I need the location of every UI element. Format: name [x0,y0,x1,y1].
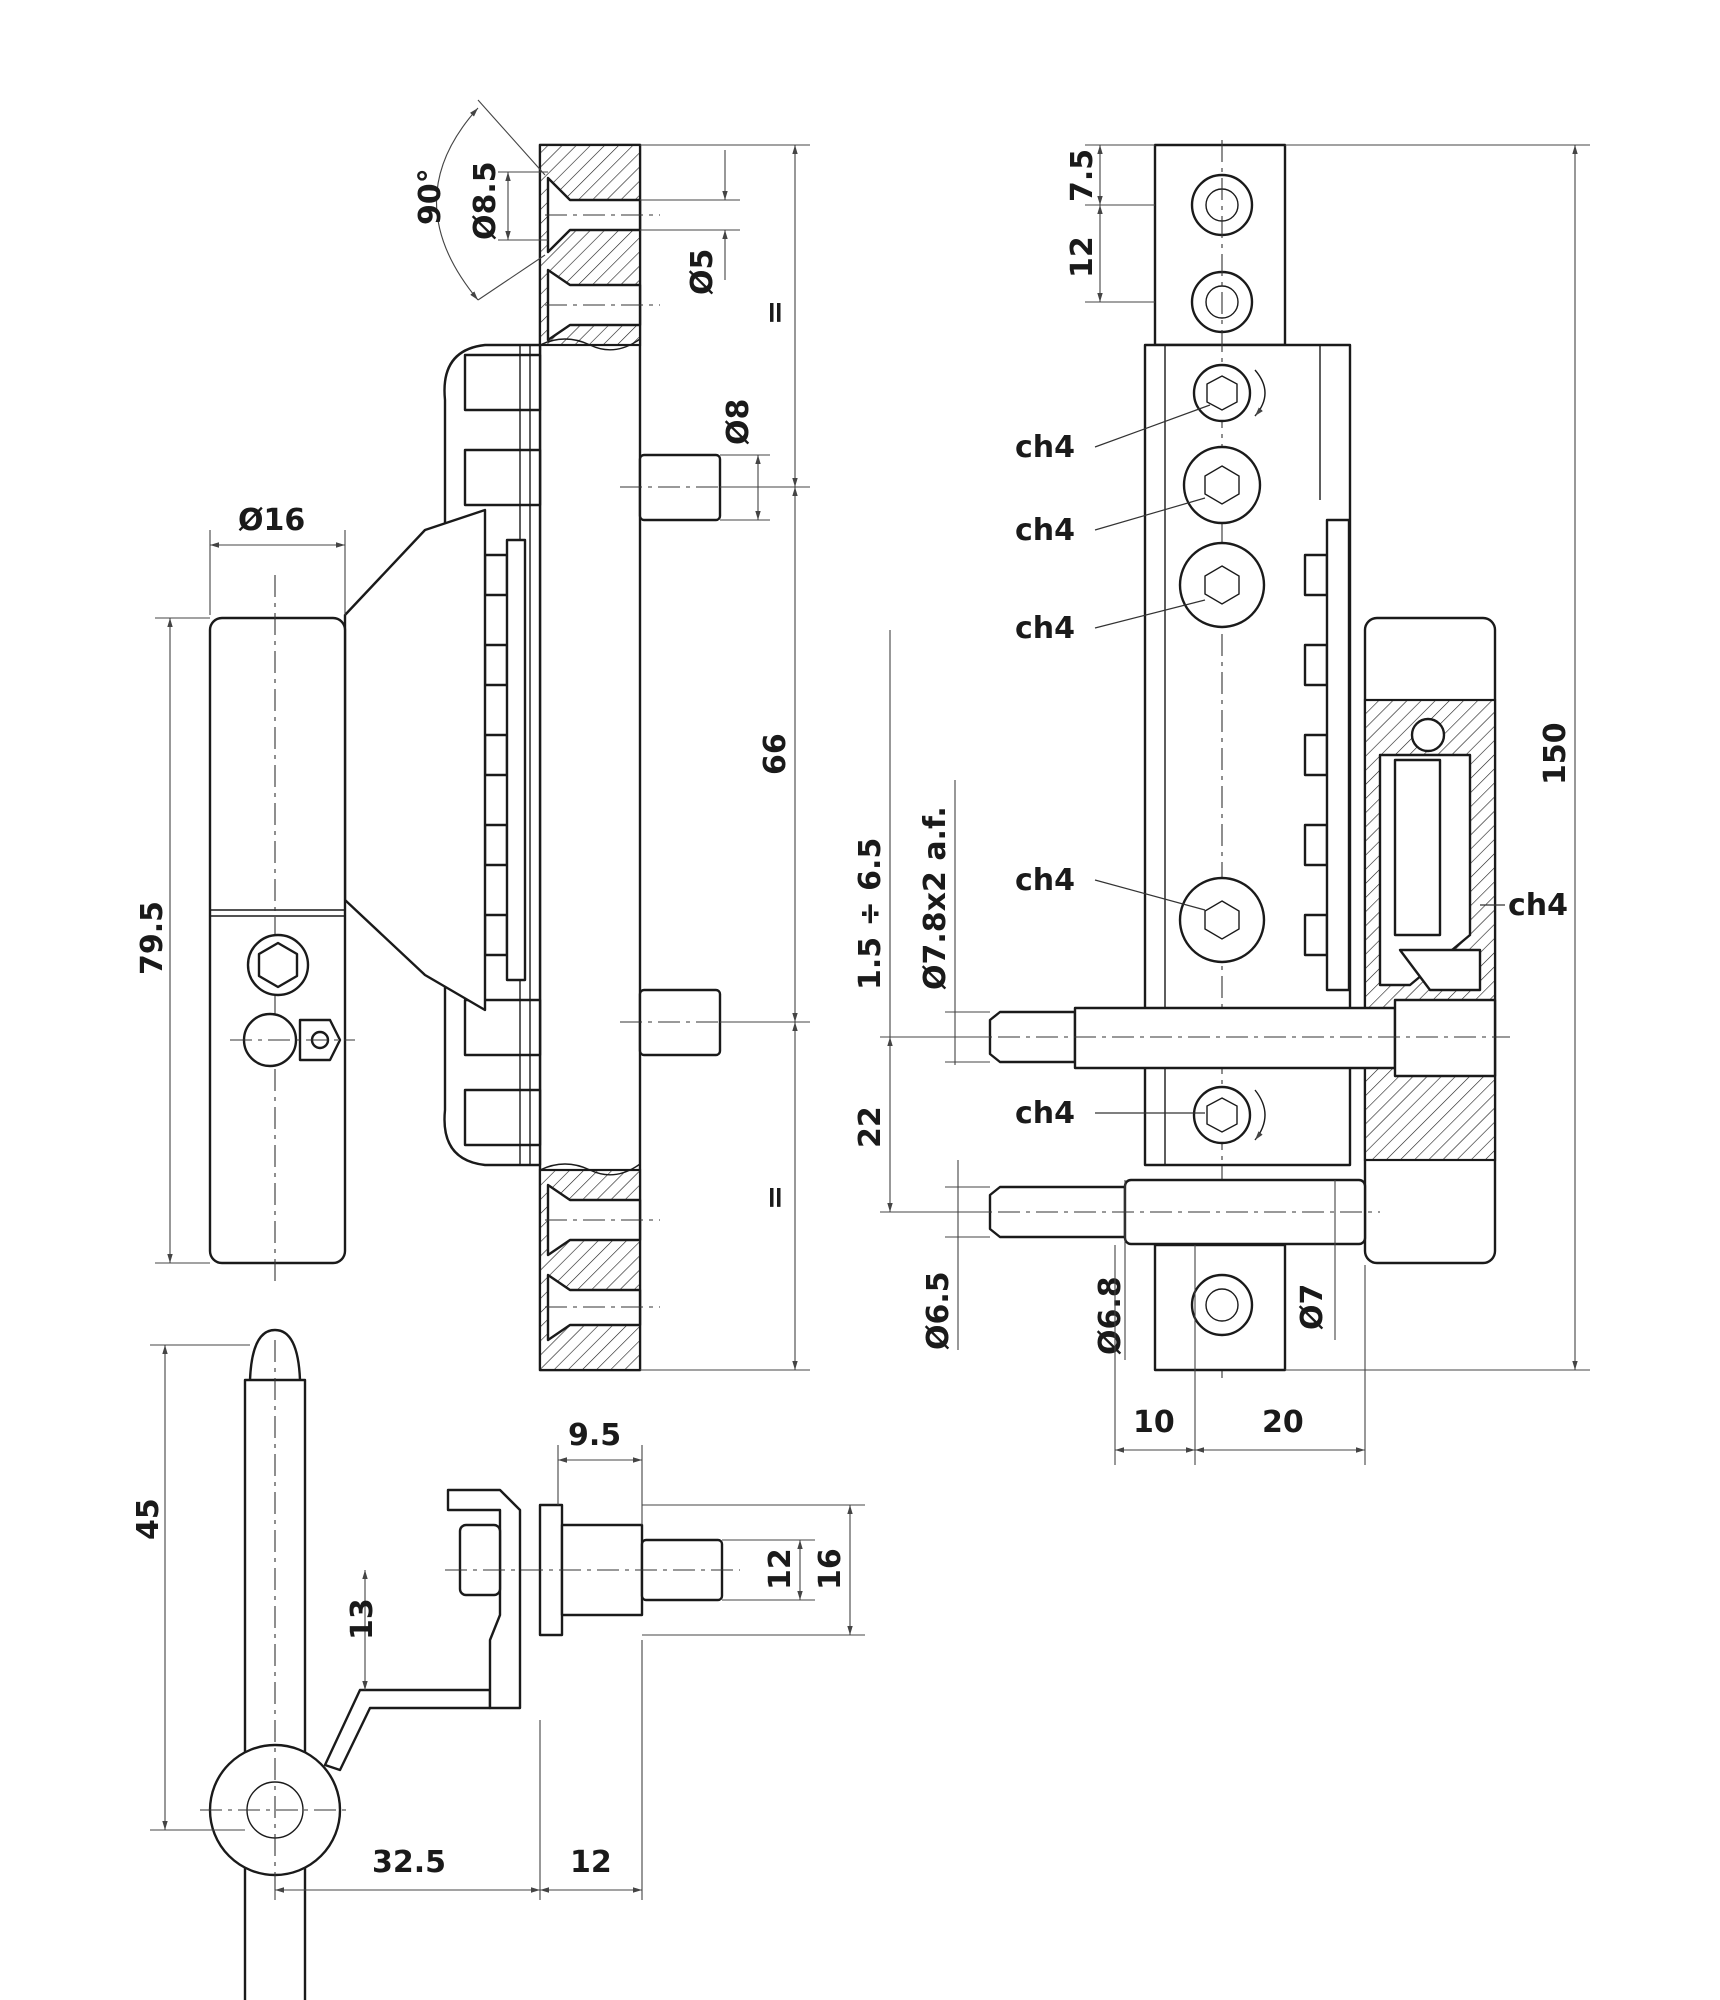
dim-9-5-text: 9.5 [568,1418,621,1453]
hex-screw-5 [1192,1085,1266,1145]
dim-13: 13 [345,1570,380,1690]
dim-20-text: 20 [1262,1405,1304,1440]
label-ch4-1: ch4 [1015,404,1211,465]
door-pin [960,998,1510,1078]
screw-column [483,538,527,982]
ch4-label: ch4 [1015,611,1075,646]
frame-plate [538,143,660,1372]
frame-pin [960,1178,1380,1246]
label-ch4-right: ch4 [1480,888,1568,923]
dim-16-text: 16 [813,1548,848,1590]
ch4-label: ch4 [1015,430,1075,465]
dim-equal-bottom: = [640,1022,810,1371]
dim-d7-text: Ø7 [1295,1284,1330,1330]
dim-d5-text: Ø5 [685,249,720,295]
dim-d8-5-text: Ø8.5 [468,161,503,240]
label-ch4-4: ch4 [1015,863,1206,911]
label-ch4-2: ch4 [1015,497,1206,548]
label-ch4-5: ch4 [1015,1096,1205,1131]
dim-angle-90: 90° [413,99,546,301]
dim-7-5-text: 7.5 [1065,149,1100,202]
label-ch4-3: ch4 [1015,599,1206,646]
ch4-label: ch4 [1015,1096,1075,1131]
dim-20: 20 [1195,1265,1366,1465]
dim-16: 16 [642,1504,865,1636]
dim-32-5-text: 32.5 [372,1845,446,1880]
bracket [446,1488,522,1710]
dim-d7: Ø7 [1295,1180,1336,1340]
dim-angle-90-text: 90° [413,168,448,225]
side-screws [1303,518,1351,992]
ch4-label: ch4 [1015,513,1075,548]
top-frame-strip [1153,143,1287,347]
dim-10: 10 [1114,1245,1196,1465]
dim-equal-top: = [640,144,810,487]
dim-equal-top-text: = [758,300,793,325]
dim-d6-8-text: Ø6.8 [1093,1276,1128,1355]
dim-equal-bottom-text: = [758,1185,793,1210]
dim-12-top-text: 12 [1065,236,1100,278]
hex-screw-2 [1182,445,1262,525]
dim-32-5: 32.5 [274,1720,541,1900]
dim-22: 22 [853,1037,990,1213]
right-front-view: ch4 ch4 ch4 ch4 ch4 ch4 7.5 [853,140,1590,1465]
dim-12-bottom-text: 12 [570,1845,612,1880]
dim-10-text: 10 [1133,1405,1175,1440]
dim-45-text: 45 [131,1498,166,1540]
dim-7-5: 7.5 [1065,144,1155,206]
dim-range: 1.5 ÷ 6.5 [853,630,990,1038]
dim-12-side: 12 [722,1539,815,1601]
dim-66: 66 [720,486,810,1023]
dim-79-5-text: 79.5 [135,901,170,975]
dim-d8-text: Ø8 [721,399,756,445]
dim-13-text: 13 [345,1598,380,1640]
dim-d16-text: Ø16 [238,503,305,538]
arm-link [323,1688,492,1772]
dim-d8: Ø8 [720,399,770,521]
dim-12-side-text: 12 [763,1548,798,1590]
dim-22-text: 22 [853,1106,888,1148]
ch4-label: ch4 [1015,863,1075,898]
hex-screw-4 [1178,876,1266,964]
dim-d6-5-text: Ø6.5 [921,1271,956,1350]
dim-12-bottom: 12 [540,1640,643,1900]
barrel-section [1363,616,1497,1265]
bottom-frame-strip [1153,1243,1287,1372]
dim-12-top: 12 [1065,205,1155,303]
mounting-pin [445,1503,740,1637]
dim-d7-8-text: Ø7.8x2 a.f. [918,806,953,990]
hex-screw-1 [1192,363,1266,423]
dim-45: 45 [131,1344,250,1831]
ch4-label: ch4 [1508,888,1568,923]
dim-range-text: 1.5 ÷ 6.5 [853,838,888,990]
dim-66-text: 66 [758,733,793,775]
hex-socket-icon [246,933,310,997]
dim-9-5: 9.5 [557,1418,643,1525]
hinge-barrel [208,575,355,1285]
dim-150: 150 [1285,144,1590,1371]
dim-d8-5: Ø8.5 [468,161,548,241]
dim-d16: Ø16 [209,503,346,615]
barrel-connector [343,508,487,1012]
dim-d5: Ø5 [640,150,740,295]
dim-d7-8: Ø7.8x2 a.f. [918,780,990,1065]
dim-79-5: 79.5 [135,617,210,1264]
left-front-view: Ø16 79.5 90° Ø8.5 Ø5 [135,99,810,1372]
bottom-top-view: 45 9.5 12 16 13 [131,1328,865,2000]
hex-screw-3 [1178,541,1266,629]
dim-d6-5: Ø6.5 [921,1160,990,1350]
dim-150-text: 150 [1538,722,1573,785]
dim-d6-8: Ø6.8 [1093,1180,1128,1360]
